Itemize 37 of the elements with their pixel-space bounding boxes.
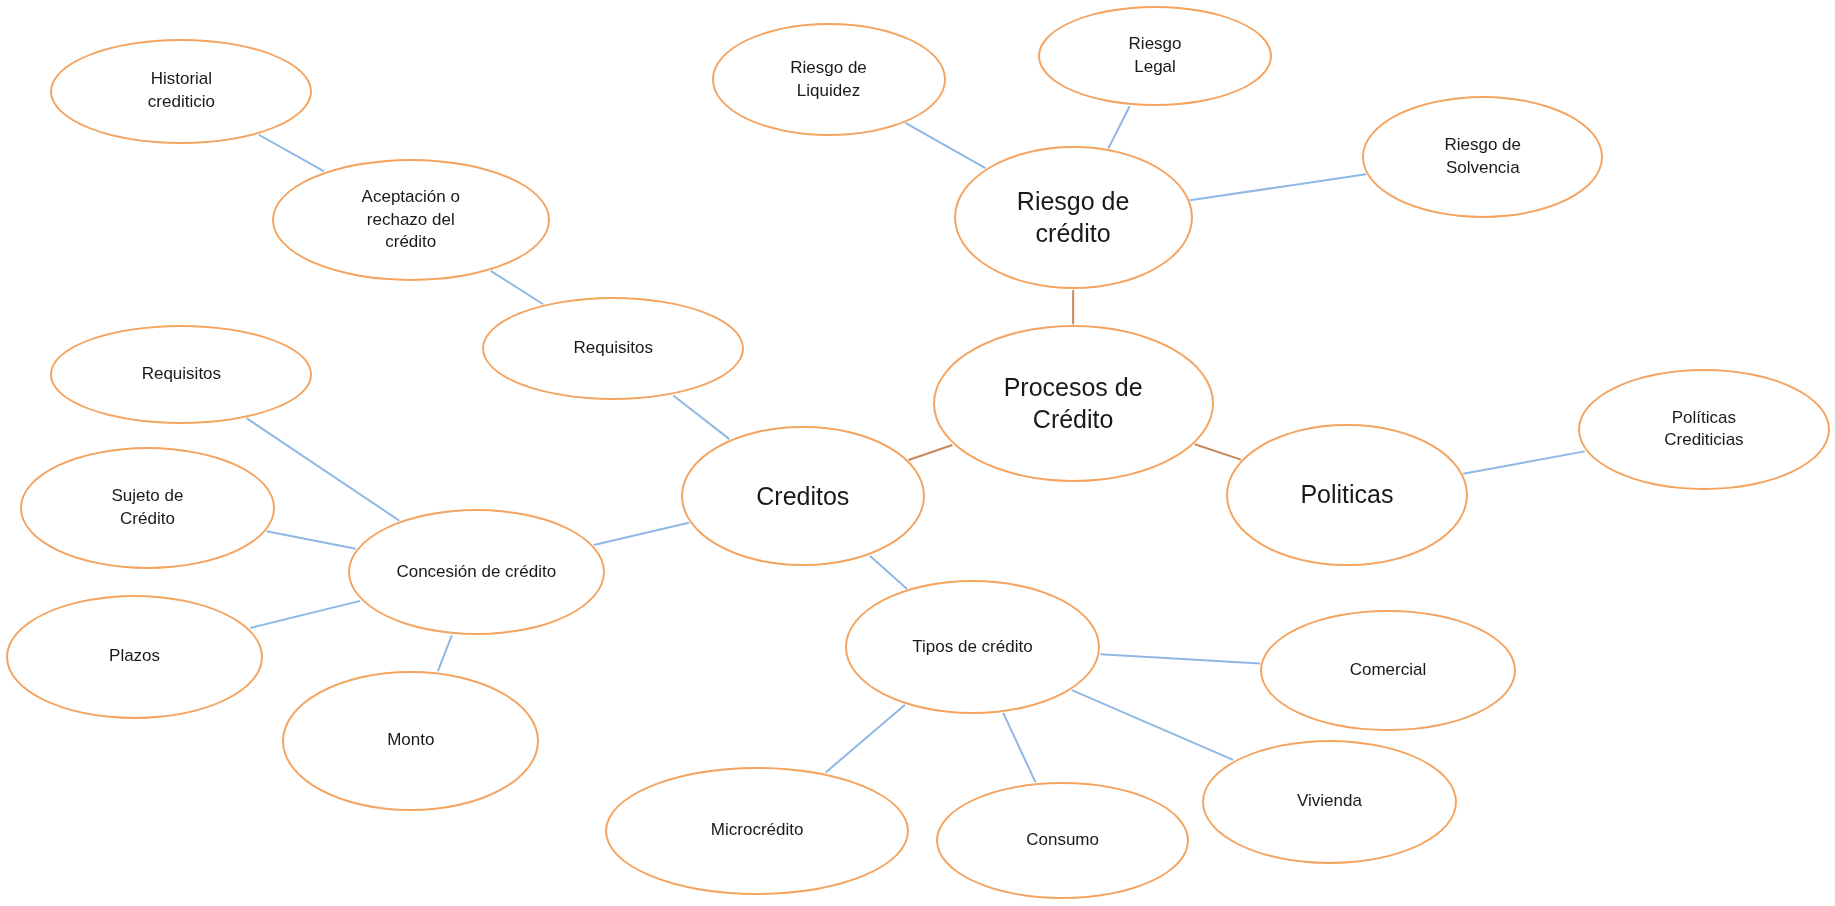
node-label: Vivienda [1295,790,1363,813]
connector-line [265,530,357,550]
node-label: Consumo [1025,828,1100,851]
node-label: Monto [386,729,436,752]
node-label: Plazos [108,645,162,668]
node-label: Requisitos [572,337,654,360]
node-label: Comercial [1348,659,1428,682]
node-label: Concesión de crédito [395,560,558,583]
node-label: Historial crediticio [146,68,216,114]
connector-line [1193,443,1242,461]
node-label: Riesgo de Solvencia [1443,133,1522,179]
connector-line [824,703,906,774]
connector-line [1099,653,1262,665]
node-label: Riesgo de crédito [1015,186,1131,249]
node-label: Riesgo Legal [1127,33,1183,79]
connector-line [1070,689,1235,761]
connector-line [249,599,362,629]
connector-line [489,269,545,306]
node-label: Requisitos [140,363,223,385]
node-label: Procesos de Crédito [1002,372,1144,435]
node-label: Creditos [755,480,851,512]
node-label: Politicas [1299,479,1395,511]
node-label: Tipos de crédito [911,635,1034,658]
connector-line [257,133,326,173]
node-label: Sujeto de Crédito [110,484,185,530]
connector-line [1072,289,1075,326]
connector-line [672,394,731,441]
connector-line [245,417,401,522]
connector-line [904,121,987,170]
connector-line [907,444,954,462]
connector-line [868,554,908,590]
connector-line [436,634,453,673]
connector-line [1002,711,1037,784]
node-label: Políticas Crediticias [1663,406,1745,452]
node-label: Aceptación o rechazo del crédito [360,185,461,254]
node-label: Microcrédito [709,819,805,842]
node-label: Riesgo de Liquidez [789,56,868,102]
